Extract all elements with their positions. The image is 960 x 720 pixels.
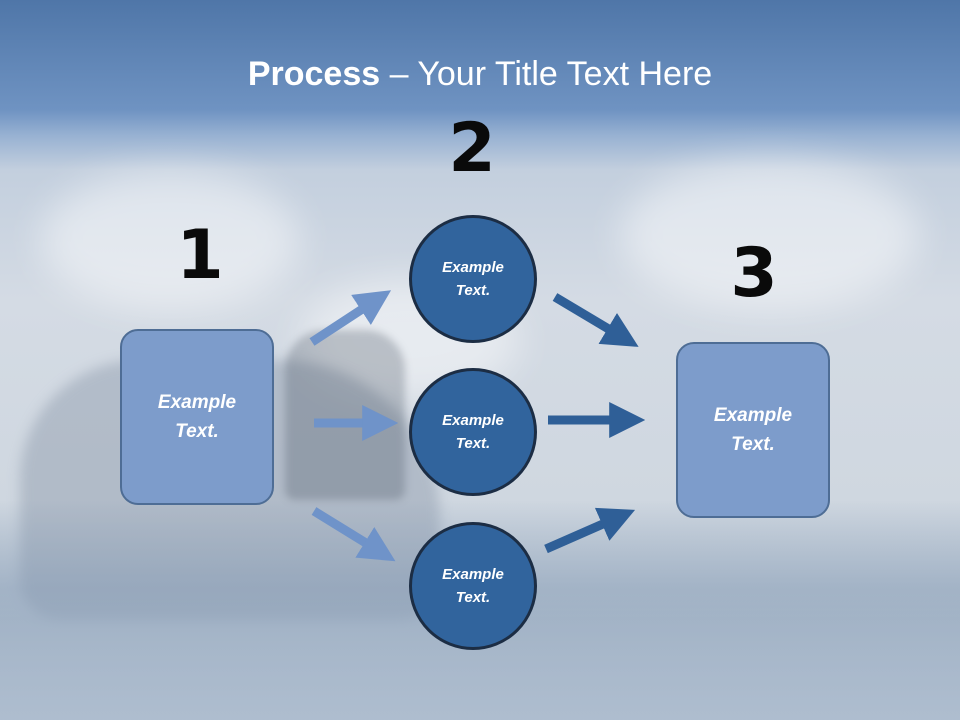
step-1-text: Example Text. xyxy=(157,392,237,442)
step-1-number: 1 xyxy=(176,216,224,295)
arrow-top-to-3 xyxy=(552,293,639,347)
title-rest: – Your Title Text Here xyxy=(380,55,713,93)
step-2-circle-top: Example Text. xyxy=(409,215,537,343)
step-2-number: 2 xyxy=(448,109,496,188)
step-1-box: Example Text. xyxy=(120,329,274,505)
arrow-1-to-bottom xyxy=(311,507,396,562)
cloud-decoration xyxy=(40,170,300,310)
arrow-1-to-top xyxy=(309,290,392,346)
title-bold: Process xyxy=(247,55,381,93)
arrow-bottom-to-3 xyxy=(544,507,636,554)
step-3-box: Example Text. xyxy=(676,342,830,518)
step-2-circle-text: Example Text. xyxy=(442,259,504,299)
step-2-circle-text: Example Text. xyxy=(442,566,504,606)
step-2-circle-bottom: Example Text. xyxy=(409,522,537,650)
step-3-text: Example Text. xyxy=(713,405,793,455)
slide-title: Process – Your Title Text Here xyxy=(0,52,960,96)
step-2-circle-text: Example Text. xyxy=(442,412,504,452)
step-3-number: 3 xyxy=(730,234,778,313)
cloud-decoration xyxy=(620,160,920,310)
step-2-circle-middle: Example Text. xyxy=(409,368,537,496)
